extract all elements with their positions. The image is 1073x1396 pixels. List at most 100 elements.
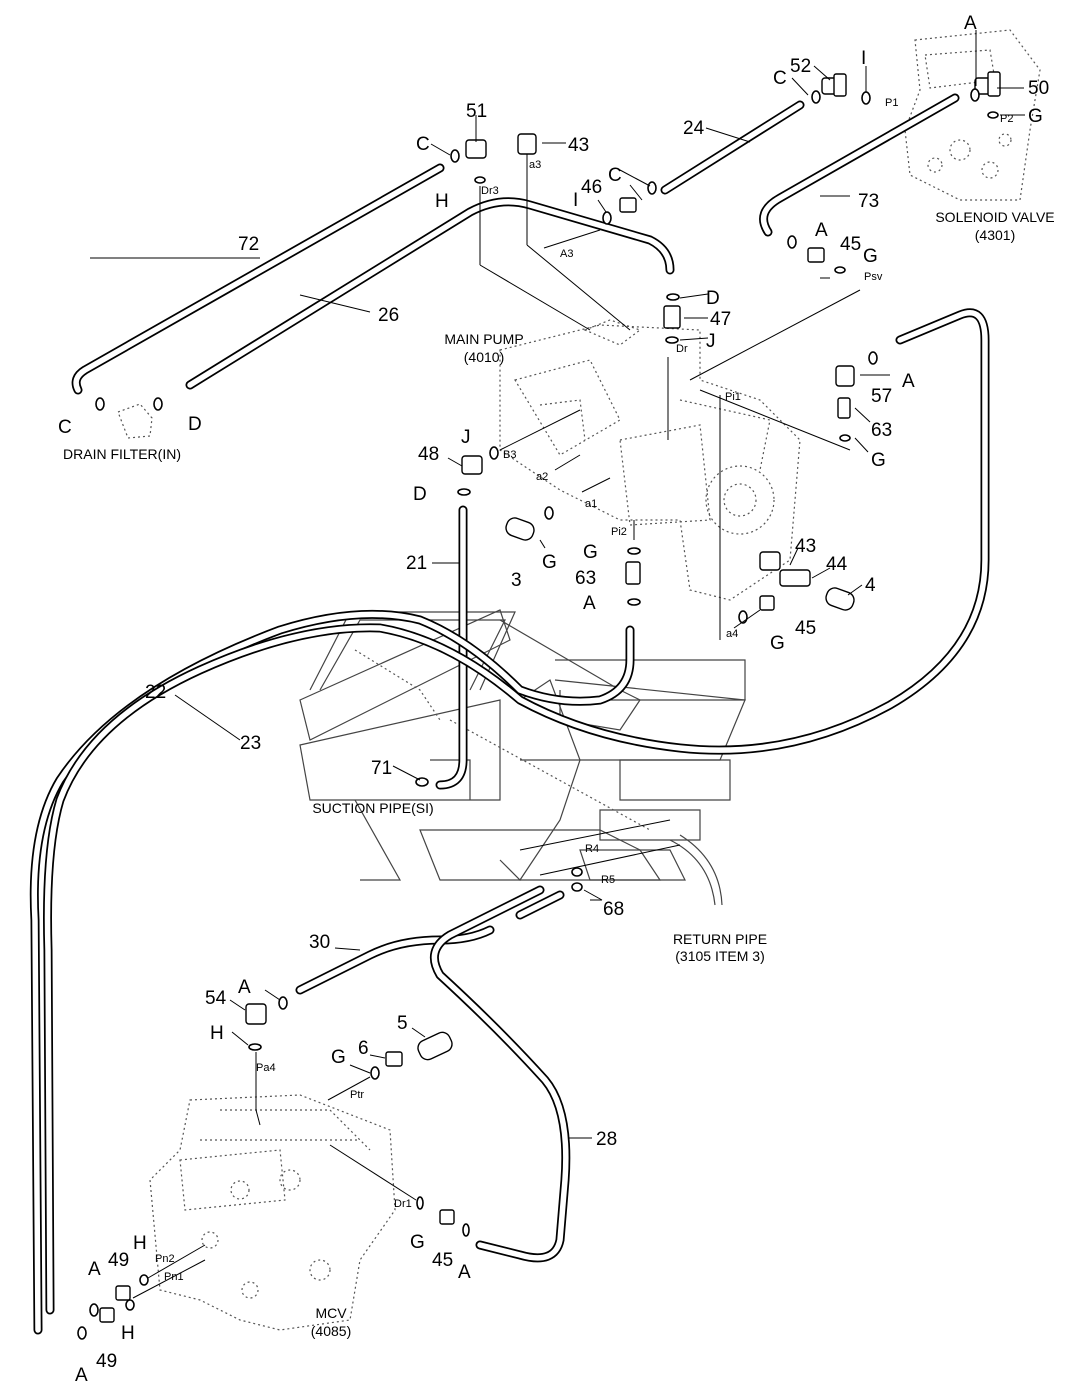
callout-49-top: 49: [108, 1250, 129, 1271]
callout-43-mid: 43: [795, 536, 816, 557]
callout-48: 48: [418, 444, 439, 465]
label-G: G: [410, 1232, 425, 1253]
suction-pipe-name: SUCTION PIPE(SI): [312, 800, 433, 816]
callout-46: 46: [581, 177, 602, 198]
return-pipe-name: RETURN PIPE: [673, 931, 767, 947]
callout-45-mid: 45: [795, 618, 816, 639]
return-pipe-outline: [419, 619, 746, 906]
label-I: I: [573, 190, 578, 211]
return-pipe-code: (3105 ITEM 3): [675, 948, 764, 964]
leader-lines: [90, 30, 1025, 1299]
label-A: A: [88, 1259, 101, 1280]
callout-63-mid: 63: [575, 568, 596, 589]
port-Dr1: Dr1: [394, 1198, 412, 1210]
port-R5: R5: [601, 874, 615, 886]
callout-45-bottom: 45: [432, 1250, 453, 1271]
label-I: I: [861, 48, 866, 69]
callout-numbers: 50 52 24 51 43 46 73 72 45 26 47 57 63 4…: [96, 56, 1049, 1372]
port-a3: a3: [529, 159, 541, 171]
callout-43-top: 43: [568, 135, 589, 156]
main-pump-name: MAIN PUMP: [444, 331, 523, 347]
label-A: A: [583, 593, 596, 614]
suction-pipe-outline: [299, 609, 516, 881]
label-H: H: [435, 191, 449, 212]
label-G: G: [770, 633, 785, 654]
port-P2: P2: [1000, 113, 1013, 125]
label-C: C: [773, 68, 787, 89]
solenoid-valve-name: SOLENOID VALVE: [935, 209, 1054, 225]
label-G: G: [542, 552, 557, 573]
label-C: C: [58, 417, 72, 438]
label-D: D: [188, 414, 202, 435]
port-Pn2: Pn2: [155, 1253, 175, 1265]
solenoid-valve-code: (4301): [975, 227, 1015, 243]
callout-44: 44: [826, 554, 848, 575]
label-A: A: [964, 13, 977, 34]
port-Psv: Psv: [864, 271, 883, 283]
label-J: J: [706, 331, 716, 352]
mcv-outline: [149, 1094, 396, 1331]
label-A: A: [75, 1365, 88, 1386]
port-Pn1: Pn1: [164, 1271, 184, 1283]
callout-5: 5: [397, 1013, 408, 1034]
label-H: H: [133, 1233, 147, 1254]
callout-51: 51: [466, 101, 487, 122]
callout-6: 6: [358, 1038, 369, 1059]
label-G: G: [331, 1047, 346, 1068]
letter-labels: A G I C C I A G C H C D D J A G J D G G …: [58, 13, 1043, 1386]
callout-71: 71: [371, 758, 392, 779]
callout-26: 26: [378, 305, 399, 326]
callout-49-bottom: 49: [96, 1351, 117, 1372]
port-a1: a1: [585, 498, 597, 510]
label-A: A: [815, 220, 828, 241]
label-J: J: [461, 427, 471, 448]
port-Dr3: Dr3: [481, 185, 499, 197]
port-Ptr: Ptr: [350, 1089, 364, 1101]
port-a2: a2: [536, 471, 548, 483]
mcv-name: MCV: [315, 1305, 347, 1321]
label-A: A: [458, 1262, 471, 1283]
label-C: C: [608, 165, 622, 186]
port-A3: A3: [560, 248, 573, 260]
label-C: C: [416, 134, 430, 155]
callout-47: 47: [710, 309, 731, 330]
callout-57: 57: [871, 386, 892, 407]
port-Pi2: Pi2: [611, 526, 627, 538]
label-G: G: [863, 246, 878, 267]
callout-22: 22: [145, 682, 166, 703]
label-D: D: [413, 484, 427, 505]
callout-68: 68: [603, 899, 624, 920]
callout-52: 52: [790, 56, 811, 77]
callout-28: 28: [596, 1129, 617, 1150]
callout-45-sv: 45: [840, 234, 861, 255]
port-a4: a4: [726, 628, 738, 640]
callout-73: 73: [858, 191, 879, 212]
fittings: [99, 71, 1001, 1323]
callout-54: 54: [205, 988, 227, 1009]
port-labels: P1 P2 Psv Dr3 a3 A3 Dr Pi1 B3 a2 a1 Pi2 …: [155, 97, 1013, 1283]
callout-3: 3: [511, 570, 522, 591]
port-P1: P1: [885, 97, 898, 109]
port-Pi1: Pi1: [725, 391, 741, 403]
port-Pa4: Pa4: [256, 1062, 276, 1074]
component-captions: SOLENOID VALVE (4301) MAIN PUMP (4010) D…: [63, 209, 1055, 1339]
main-pump-code: (4010): [464, 349, 504, 365]
callout-50: 50: [1028, 78, 1049, 99]
callout-24: 24: [683, 118, 705, 139]
label-H: H: [210, 1023, 224, 1044]
port-R4: R4: [585, 843, 599, 855]
callout-23: 23: [240, 733, 261, 754]
drain-filter-name: DRAIN FILTER(IN): [63, 446, 181, 462]
port-B3: B3: [503, 449, 516, 461]
pipes: [29, 93, 990, 1335]
callout-72: 72: [238, 234, 259, 255]
label-G: G: [1028, 106, 1043, 127]
callout-4: 4: [865, 575, 876, 596]
callout-21: 21: [406, 553, 427, 574]
drain-filter-outline: [117, 403, 153, 439]
label-A: A: [238, 977, 251, 998]
callout-30: 30: [309, 932, 330, 953]
mcv-code: (4085): [311, 1323, 351, 1339]
callout-63-top: 63: [871, 420, 892, 441]
